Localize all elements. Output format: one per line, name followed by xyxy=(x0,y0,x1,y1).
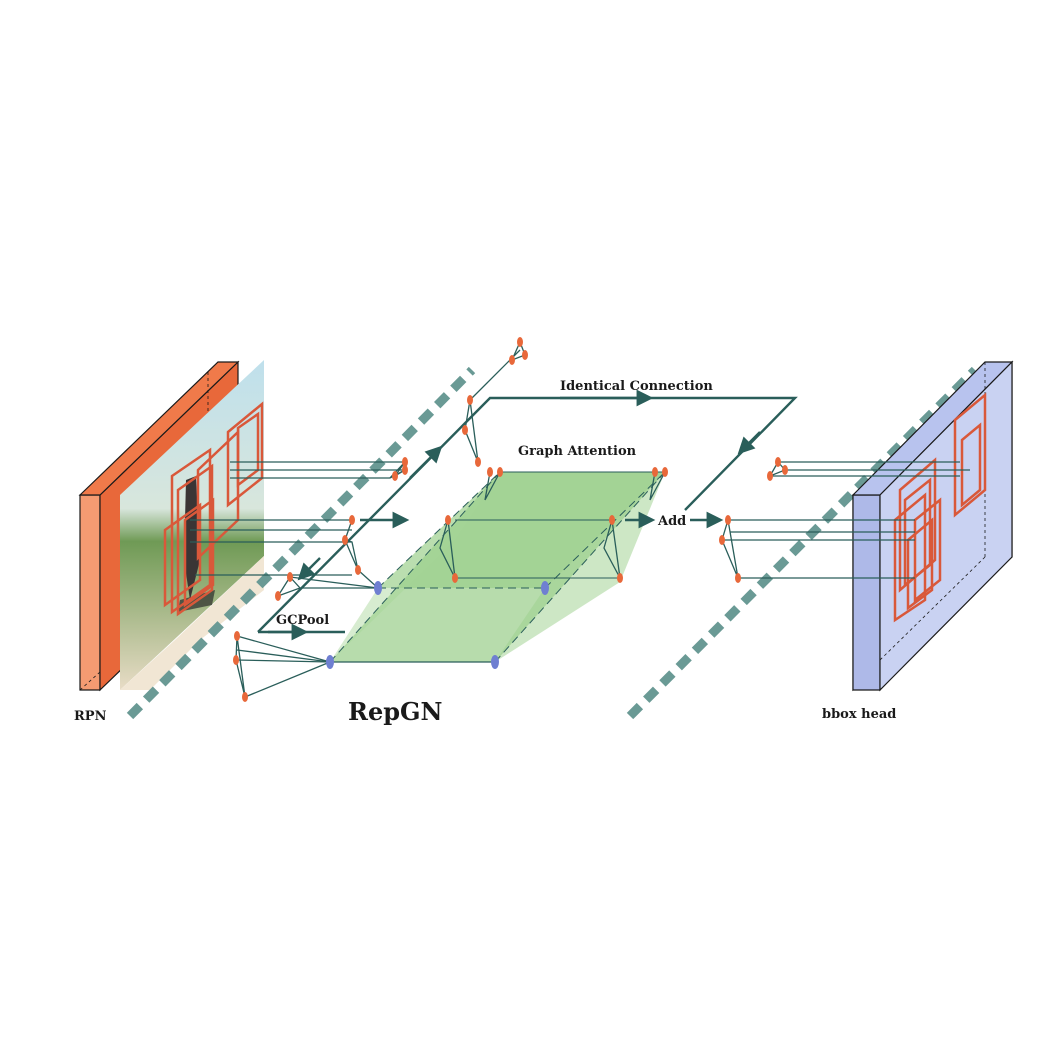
divider-left xyxy=(126,366,476,720)
graph-attention-plane xyxy=(329,471,666,663)
bbox-head-block xyxy=(851,360,1014,692)
proposal-boxes xyxy=(163,401,264,617)
graph-attention-label: Graph Attention xyxy=(518,444,637,459)
detected-boxes xyxy=(893,392,987,623)
divider-right xyxy=(626,366,979,720)
gcpool-label: GCPool xyxy=(276,613,329,628)
repgn-title: RepGN xyxy=(348,697,442,726)
identical-connection-label: Identical Connection xyxy=(560,379,713,394)
beach-path-photo-icon xyxy=(120,360,264,690)
add-label: Add xyxy=(657,514,686,529)
graph-nodes xyxy=(233,337,788,702)
pooled-nodes xyxy=(326,581,549,669)
identical-connection-path xyxy=(257,389,798,641)
graph-edges xyxy=(190,341,970,698)
bbox-head-label: bbox head xyxy=(822,707,896,722)
rpn-label: RPN xyxy=(74,709,107,724)
